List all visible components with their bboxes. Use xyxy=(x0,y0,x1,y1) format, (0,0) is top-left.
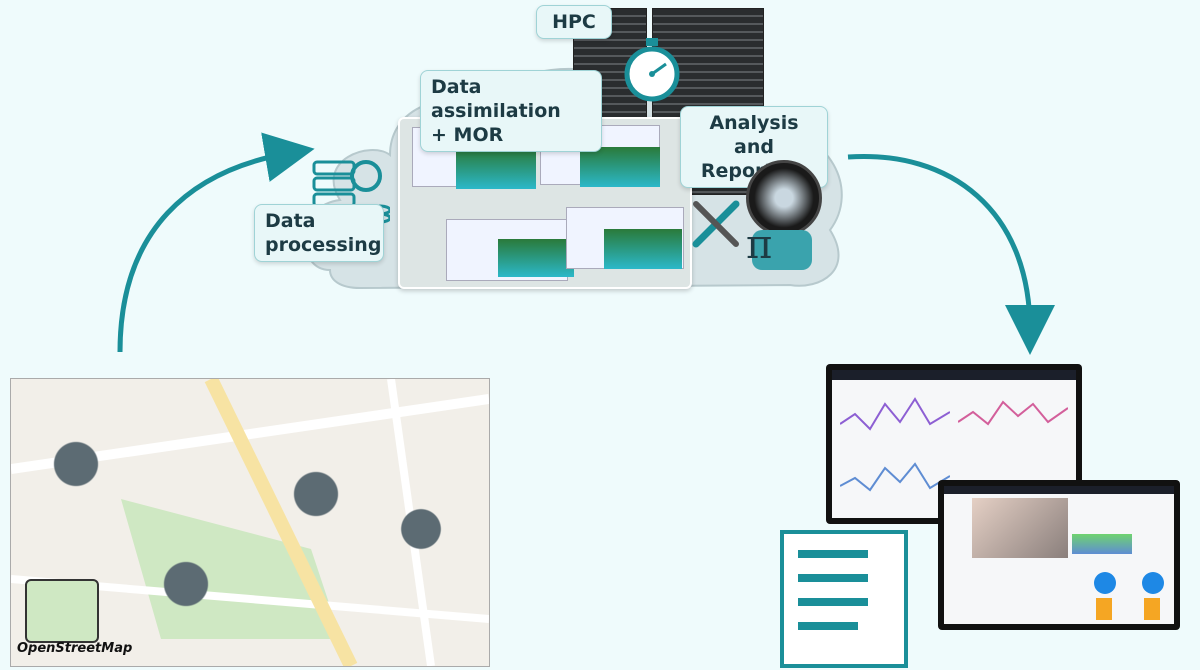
bar-chart xyxy=(1144,598,1160,620)
data-assimilation-label: Data assimilation + MOR xyxy=(420,70,602,152)
sensor-cluster xyxy=(381,479,461,579)
brain-icon xyxy=(746,160,822,236)
wrench-screwdriver-icon xyxy=(692,200,740,248)
pie-chart xyxy=(1094,572,1116,594)
sensor-cluster xyxy=(31,409,121,519)
stopwatch-icon xyxy=(624,38,680,102)
checklist-icon xyxy=(780,530,908,668)
model-3d xyxy=(498,239,574,277)
pie-chart xyxy=(1142,572,1164,594)
sensor-cluster xyxy=(141,529,231,639)
bar-chart xyxy=(1096,598,1112,620)
model-3d xyxy=(456,149,536,189)
osm-logo xyxy=(25,579,99,643)
city-map: OpenStreetMap xyxy=(10,378,490,667)
model-3d xyxy=(604,229,682,269)
hpc-label: HPC xyxy=(536,5,612,39)
dashboard-monitor-front xyxy=(938,480,1180,630)
model-3d xyxy=(580,147,660,187)
puzzle-piece-icon xyxy=(752,230,812,270)
pi-symbol: π xyxy=(746,222,773,268)
data-processing-label: Data processing xyxy=(254,204,384,262)
sensor-cluster xyxy=(271,439,361,549)
city-3d-view xyxy=(972,498,1068,558)
osm-brand: OpenStreetMap xyxy=(17,641,133,656)
heatmap-bar xyxy=(1072,534,1132,554)
arrow-to-cloud xyxy=(117,132,315,353)
arrow-to-dashboard xyxy=(847,153,1055,355)
